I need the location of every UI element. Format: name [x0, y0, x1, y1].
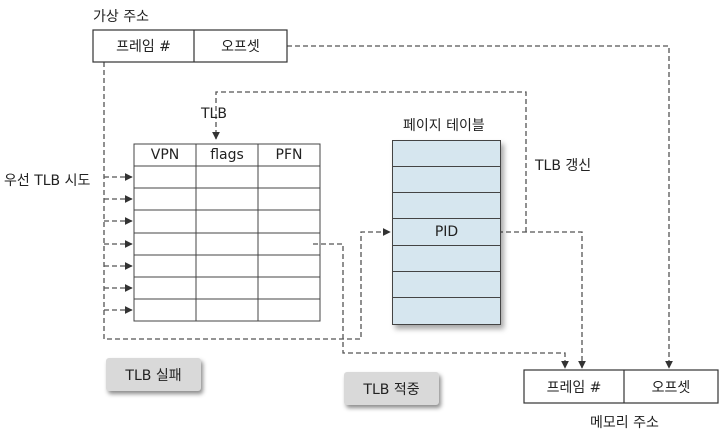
page-table-row-pid: PID	[393, 219, 500, 246]
tlb-update-path	[212, 91, 527, 232]
first-try-label: 우선 TLB 시도	[4, 173, 91, 189]
page-table-row	[393, 193, 500, 219]
virtual-frame-field: 프레임 #	[116, 39, 171, 55]
tlb-grid	[133, 143, 321, 322]
miss-path	[103, 62, 391, 340]
page-table-row	[393, 298, 500, 324]
page-table-row	[393, 141, 500, 167]
page-table: PID	[392, 140, 501, 325]
memory-address-box	[523, 369, 719, 404]
tlb-header-vpn: VPN	[150, 147, 180, 163]
memory-offset-field: 오프셋	[651, 379, 691, 396]
tlb-update-label: TLB 갱신	[535, 158, 592, 174]
hit-path	[313, 243, 569, 369]
tlb-label: TLB	[201, 106, 227, 122]
virtual-address-title: 가상 주소	[93, 9, 149, 25]
page-table-title: 페이지 테이블	[403, 118, 485, 134]
memory-address-title: 메모리 주소	[590, 415, 659, 431]
page-table-row	[393, 246, 500, 272]
tlb-hit-button[interactable]: TLB 적중	[344, 372, 439, 405]
tlb-header-flags: flags	[210, 147, 244, 163]
tlb-miss-button[interactable]: TLB 실패	[106, 358, 201, 391]
tlb-header-pfn: PFN	[275, 147, 303, 163]
virtual-address-box	[92, 29, 288, 63]
page-table-row	[393, 167, 500, 193]
page-table-row	[393, 272, 500, 298]
pid-path	[490, 231, 586, 369]
virtual-offset-field: 오프셋	[221, 39, 260, 55]
offset-path	[287, 45, 673, 369]
memory-frame-field: 프레임 #	[546, 379, 602, 396]
